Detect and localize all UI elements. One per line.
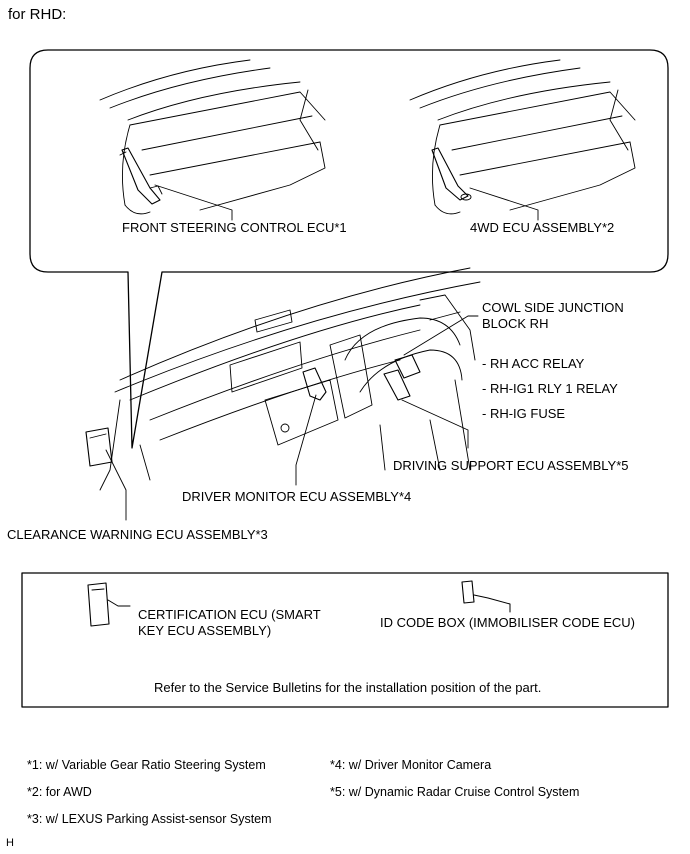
footnote-5: *5: w/ Dynamic Radar Cruise Control Syst… (330, 785, 580, 799)
lower-info-box (21, 572, 669, 708)
detail-panel-outline (29, 49, 669, 449)
footnote-2: *2: for AWD (27, 785, 92, 799)
callout-cowl-junction-line1: COWL SIDE JUNCTION (482, 300, 624, 315)
callout-driving-support-ecu: DRIVING SUPPORT ECU ASSEMBLY*5 (393, 458, 629, 473)
relay-item-acc: - RH ACC RELAY (482, 356, 585, 371)
callout-cowl-junction-line2: BLOCK RH (482, 316, 549, 331)
main-dashboard (85, 267, 481, 521)
relay-item-ig1: - RH-IG1 RLY 1 RELAY (482, 381, 618, 396)
corner-letter: H (6, 837, 14, 849)
page-title: for RHD: (8, 6, 67, 23)
footnote-3: *3: w/ LEXUS Parking Assist-sensor Syste… (27, 812, 272, 826)
callout-clearance-warning-ecu: CLEARANCE WARNING ECU ASSEMBLY*3 (7, 527, 268, 542)
certification-ecu-line1: CERTIFICATION ECU (SMART (138, 607, 321, 622)
certification-ecu-line2: KEY ECU ASSEMBLY) (138, 623, 272, 638)
detail-view-front-steering (99, 59, 326, 221)
lower-box-drawings (87, 580, 511, 627)
relay-item-ig-fuse: - RH-IG FUSE (482, 406, 566, 421)
footnote-1: *1: w/ Variable Gear Ratio Steering Syst… (27, 758, 266, 772)
detail-view-4wd (409, 59, 636, 221)
service-bulletin-note: Refer to the Service Bulletins for the i… (154, 680, 542, 695)
footnote-4: *4: w/ Driver Monitor Camera (330, 758, 492, 772)
id-code-box-label: ID CODE BOX (IMMOBILISER CODE ECU) (380, 615, 635, 630)
callout-4wd-ecu: 4WD ECU ASSEMBLY*2 (470, 220, 615, 235)
callout-driver-monitor-ecu: DRIVER MONITOR ECU ASSEMBLY*4 (182, 489, 412, 504)
callout-front-steering-ecu: FRONT STEERING CONTROL ECU*1 (122, 220, 347, 235)
